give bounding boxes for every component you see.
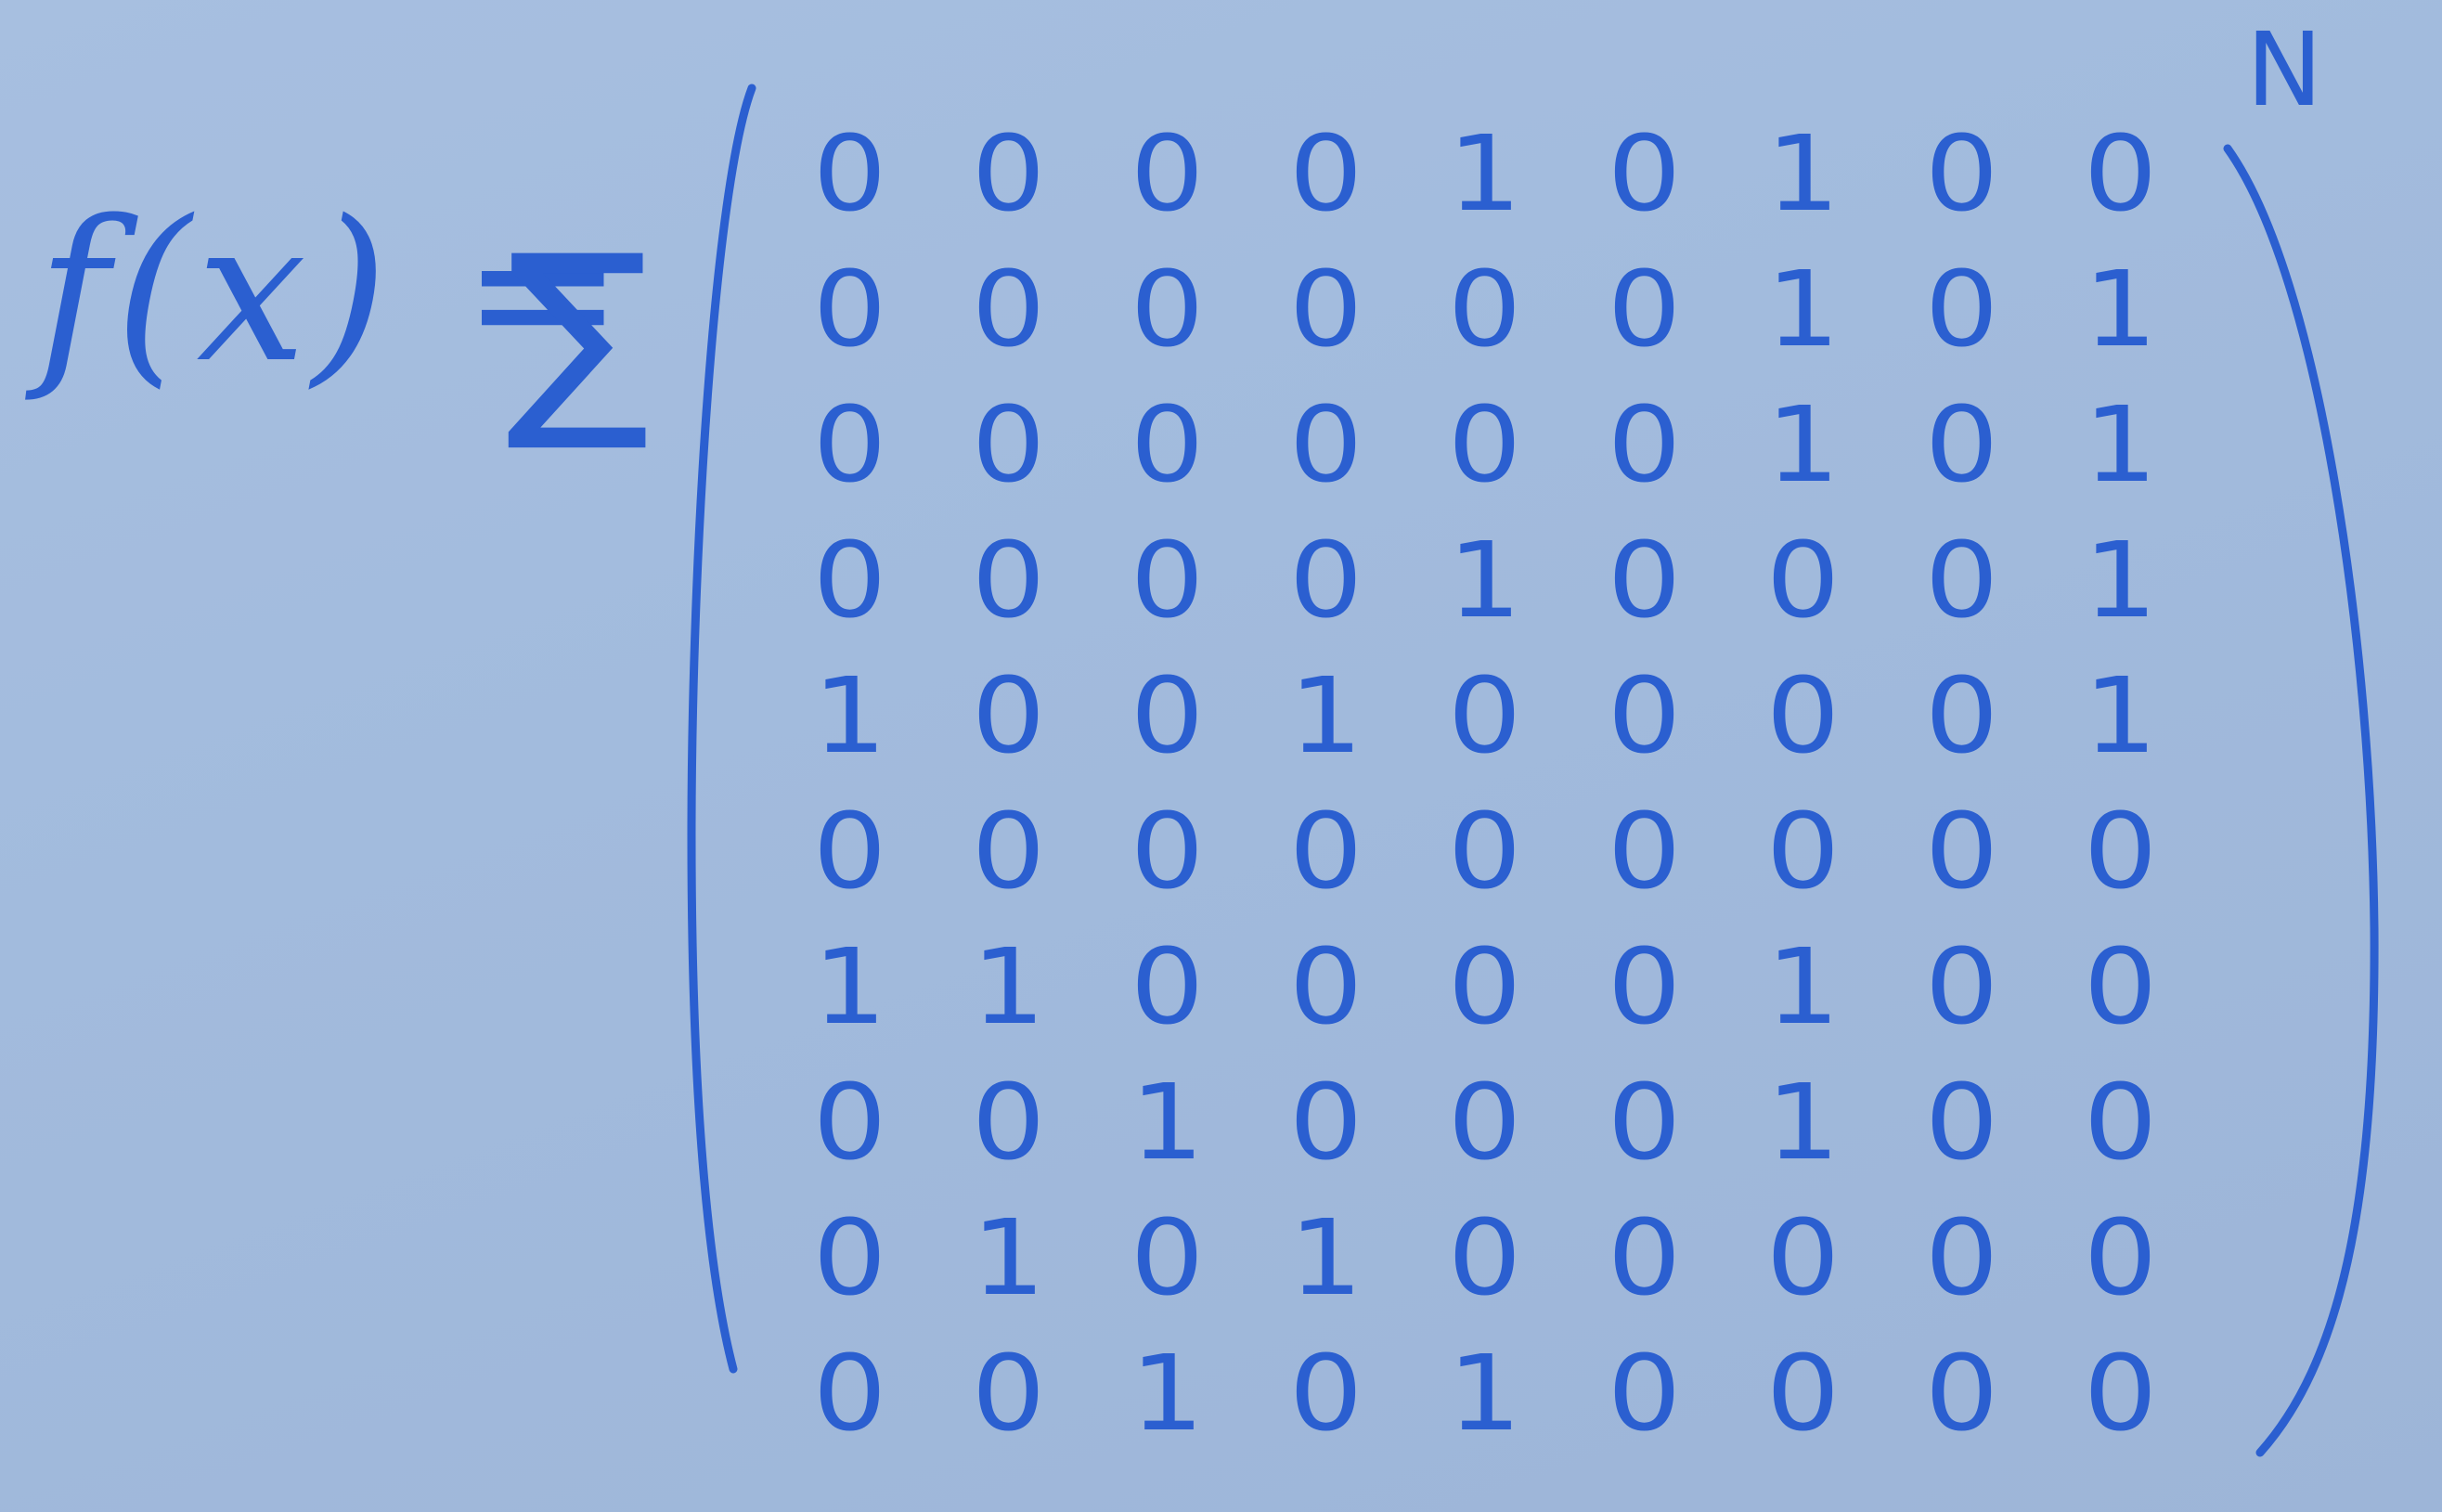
matrix-cell: 1 [1448, 521, 1522, 641]
matrix-cell: 0 [971, 250, 1046, 370]
matrix-cell: 1 [2083, 385, 2158, 506]
matrix-cell: 0 [1288, 385, 1363, 506]
matrix-cell: 0 [971, 656, 1046, 777]
matrix-cell: 1 [812, 927, 887, 1048]
matrix-cell: 1 [1765, 1063, 1841, 1183]
matrix-cell: 0 [971, 385, 1046, 506]
matrix-cell: 0 [1288, 521, 1363, 641]
matrix-cell: 0 [1924, 114, 1999, 235]
matrix-cell: 0 [1448, 1198, 1522, 1319]
matrix-cell: 0 [812, 114, 887, 235]
matrix-cell: 0 [1924, 1334, 1999, 1454]
matrix-cell: 0 [1130, 1198, 1205, 1319]
matrix-cell: 0 [1288, 114, 1363, 235]
matrix-cell: 1 [1765, 927, 1841, 1048]
matrix-cell: 1 [1288, 1198, 1363, 1319]
matrix-cell: 0 [1130, 927, 1205, 1048]
matrix-cell: 1 [971, 1198, 1046, 1319]
matrix-cell: 1 [1448, 114, 1522, 235]
matrix-cell: 0 [1607, 656, 1682, 777]
matrix-cell: 0 [1765, 1334, 1841, 1454]
matrix-cell: 0 [1607, 385, 1682, 506]
matrix-cell: 0 [971, 521, 1046, 641]
matrix-cell: 0 [812, 521, 887, 641]
matrix-cell: 0 [1607, 1063, 1682, 1183]
matrix-cell: 0 [1924, 521, 1999, 641]
matrix-cell: 1 [1130, 1063, 1205, 1183]
matrix-cell: 0 [812, 1063, 887, 1183]
matrix-cell: 0 [2083, 1198, 2158, 1319]
matrix-cell: 1 [1130, 1334, 1205, 1454]
matrix-cell: 0 [971, 792, 1046, 912]
matrix-cell: 0 [1765, 792, 1841, 912]
matrix-cell: 0 [2083, 1063, 2158, 1183]
matrix-cell: 0 [1924, 927, 1999, 1048]
matrix-cell: 0 [1130, 656, 1205, 777]
matrix-cell: 0 [1448, 385, 1522, 506]
matrix-cell: 0 [812, 250, 887, 370]
matrix-cell: 0 [1607, 1334, 1682, 1454]
matrix-cell: 0 [2083, 1334, 2158, 1454]
summation-symbol: ∑ [506, 210, 650, 458]
matrix-cell: 0 [1130, 385, 1205, 506]
matrix-cell: 0 [1607, 114, 1682, 235]
matrix-cell: 0 [812, 792, 887, 912]
matrix-cell: 0 [1448, 250, 1522, 370]
matrix-cell: 1 [2083, 521, 2158, 641]
matrix-cell: 0 [1448, 792, 1522, 912]
matrix-cell: 1 [971, 927, 1046, 1048]
matrix-cell: 0 [1448, 1063, 1522, 1183]
matrix-cell: 0 [1288, 927, 1363, 1048]
matrix-cell: 1 [812, 656, 887, 777]
matrix-cell: 0 [1765, 521, 1841, 641]
matrix-cell: 0 [971, 114, 1046, 235]
function-label: f(x) = [37, 178, 630, 406]
matrix-cell: 0 [1288, 250, 1363, 370]
matrix-cell: 0 [1130, 792, 1205, 912]
matrix-cell: 1 [1765, 250, 1841, 370]
matrix-cell: 0 [812, 1198, 887, 1319]
matrix-cell: 0 [971, 1063, 1046, 1183]
matrix-cell: 1 [1765, 385, 1841, 506]
matrix-cell: 1 [1765, 114, 1841, 235]
matrix-cell: 0 [1924, 656, 1999, 777]
matrix-cell: 1 [1448, 1334, 1522, 1454]
matrix-cell: 0 [1924, 385, 1999, 506]
matrix-cell: 0 [1130, 250, 1205, 370]
matrix-cell: 0 [1448, 656, 1522, 777]
matrix-cell: 0 [1924, 1063, 1999, 1183]
matrix-cell: 0 [2083, 927, 2158, 1048]
matrix-cell: 1 [1288, 656, 1363, 777]
matrix-cell: 0 [1607, 792, 1682, 912]
matrix-cell: 1 [2083, 250, 2158, 370]
matrix-cell: 0 [1924, 1198, 1999, 1319]
matrix-cell: 0 [1288, 1063, 1363, 1183]
matrix-cell: 0 [971, 1334, 1046, 1454]
matrix-cell: 0 [2083, 792, 2158, 912]
matrix-cell: 0 [1607, 1198, 1682, 1319]
matrix-cell: 0 [812, 385, 887, 506]
matrix-cell: 0 [1607, 250, 1682, 370]
matrix-cell: 0 [1288, 792, 1363, 912]
matrix-cell: 0 [1607, 521, 1682, 641]
matrix-cell: 0 [1924, 792, 1999, 912]
matrix-cell: 0 [1765, 656, 1841, 777]
matrix-cell: 1 [2083, 656, 2158, 777]
matrix-exponent: N [2246, 10, 2323, 129]
matrix-cell: 0 [1130, 521, 1205, 641]
matrix-cell: 0 [1288, 1334, 1363, 1454]
left-bracket [687, 84, 756, 1374]
matrix-cell: 0 [1924, 250, 1999, 370]
matrix-cell: 0 [1607, 927, 1682, 1048]
matrix-cell: 0 [1448, 927, 1522, 1048]
matrix-cell: 0 [1130, 114, 1205, 235]
matrix-cell: 0 [2083, 114, 2158, 235]
matrix-cell: 0 [812, 1334, 887, 1454]
right-bracket [2223, 144, 2379, 1457]
matrix-cell: 0 [1765, 1198, 1841, 1319]
